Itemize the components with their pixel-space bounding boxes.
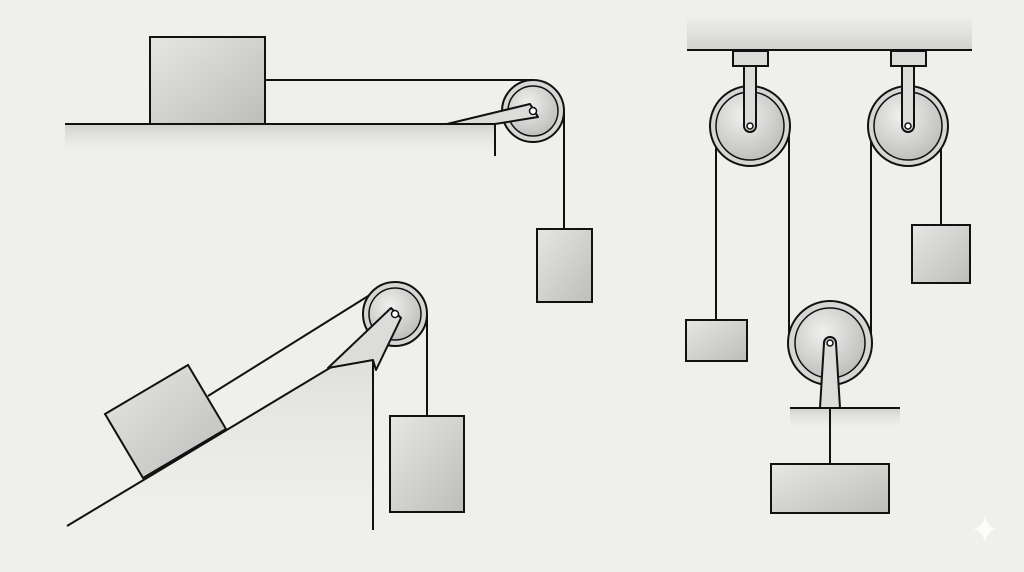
table-shadow xyxy=(65,124,495,158)
block-left xyxy=(685,319,748,362)
incline-surface xyxy=(66,341,374,527)
movable-pulley-bracket xyxy=(818,336,842,409)
fixed-pulley-left-rod xyxy=(743,65,757,133)
ceiling xyxy=(687,15,972,50)
mount-right xyxy=(890,50,927,67)
movable-plate-shadow xyxy=(790,408,900,432)
fixed-pulley-right-rod xyxy=(901,65,915,133)
incline-hanging-block xyxy=(389,415,465,513)
incline-pulley-system xyxy=(66,281,465,560)
table-block xyxy=(149,36,266,125)
movable-pulley-axle xyxy=(826,339,834,347)
sparkle-icon xyxy=(973,515,997,543)
incline-block xyxy=(103,363,228,480)
mount-left xyxy=(732,50,769,67)
compound-pulley-system xyxy=(685,15,972,514)
fixed-pulley-right-axle xyxy=(904,122,912,130)
fixed-pulley-left-axle xyxy=(746,122,754,130)
block-bottom xyxy=(770,463,890,514)
hanging-block xyxy=(536,228,593,303)
pulley-axle xyxy=(528,106,538,116)
incline-pulley-bracket xyxy=(327,307,402,371)
incline-rope xyxy=(207,292,374,397)
pulley-bracket xyxy=(446,103,539,125)
block-right xyxy=(911,224,971,284)
table-pulley-system xyxy=(65,36,593,303)
incline-pulley-axle xyxy=(390,309,400,319)
incline-shadow xyxy=(67,342,373,560)
